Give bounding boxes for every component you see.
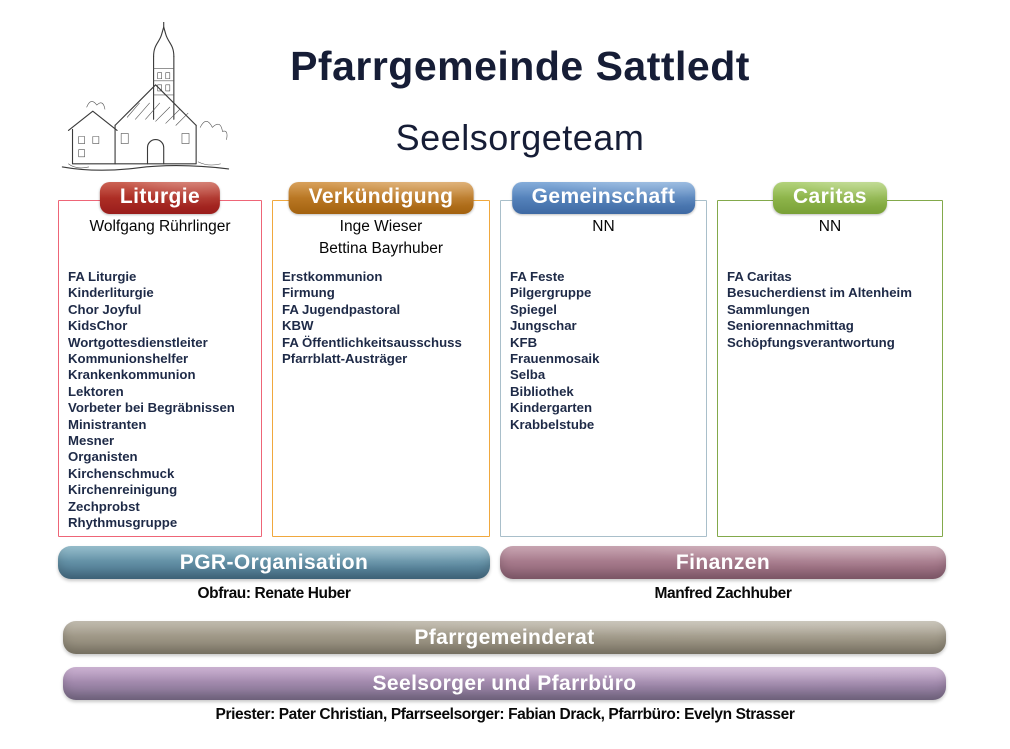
church-illustration xyxy=(61,22,230,171)
banner-finanzen: Finanzen xyxy=(500,546,946,579)
group-item: KBW xyxy=(282,318,314,334)
group-item: Krankenkommunion xyxy=(68,367,196,383)
group-item: Wortgottesdienstleiter xyxy=(68,334,208,350)
group-item: Chor Joyful xyxy=(68,301,142,317)
group-item: Ministranten xyxy=(68,416,147,432)
group-item: Kirchenschmuck xyxy=(68,465,175,481)
group-item: Spiegel xyxy=(510,301,557,317)
leader-name: NN xyxy=(592,218,615,235)
column-header-verkuendigung: Verkündigung xyxy=(288,182,474,214)
leader-list: NN xyxy=(501,201,706,266)
group-item: FA Öffentlichkeitsausschuss xyxy=(282,334,462,350)
finanzen-leader-name: Manfred Zachhuber xyxy=(654,585,792,602)
leader-name: Inge Wieser xyxy=(339,218,423,235)
page-subtitle: Seelsorgeteam xyxy=(395,117,645,158)
leader-list: Wolfgang Rührlinger xyxy=(59,201,261,266)
leader-name: NN xyxy=(818,218,842,235)
group-item: Kirchenreinigung xyxy=(68,482,178,498)
banner-pgr-organisation: PGR-Organisation xyxy=(58,546,490,579)
group-item: FA Liturgie xyxy=(68,269,137,284)
leader-name: Wolfgang Rührlinger xyxy=(89,218,231,235)
group-item: Kommunionshelfer xyxy=(68,351,189,367)
group-item: Pilgergruppe xyxy=(510,285,592,301)
group-item: Firmung xyxy=(282,285,335,301)
group-item: Jungschar xyxy=(510,318,577,334)
group-item: FA Feste xyxy=(510,269,565,284)
group-item: Bibliothek xyxy=(510,383,574,399)
group-item: Krabbelstube xyxy=(510,416,595,432)
group-item: Kinderliturgie xyxy=(68,285,154,301)
group-item: Zechprobst xyxy=(68,498,140,514)
group-item: Schöpfungsverantwortung xyxy=(727,334,895,350)
group-item: Organisten xyxy=(68,449,138,465)
group-item: KFB xyxy=(510,334,538,350)
staff-footer-line: Priester: Pater Christian, Pfarrseelsorg… xyxy=(215,706,795,723)
column-header-gemeinschaft: Gemeinschaft xyxy=(511,182,696,214)
banner-seelsorger-pfarrbuero: Seelsorger und Pfarrbüro xyxy=(63,667,946,700)
group-item: Kindergarten xyxy=(510,400,593,416)
group-item: FA Jugendpastoral xyxy=(282,301,401,317)
group-item: FA Caritas xyxy=(727,269,792,284)
group-item: Pfarrblatt-Austräger xyxy=(282,351,408,367)
group-item: Frauenmosaik xyxy=(510,351,600,367)
group-item: KidsChor xyxy=(68,318,128,334)
group-item: Rhythmusgruppe xyxy=(68,515,178,531)
leader-list: NN xyxy=(718,201,942,266)
column-liturgie: Liturgie Wolfgang Rührlinger FA Liturgie… xyxy=(58,182,262,537)
banner-pfarrgemeinderat: Pfarrgemeinderat xyxy=(63,621,946,654)
pgr-leader-name: Obfrau: Renate Huber xyxy=(197,585,351,602)
group-item: Lektoren xyxy=(68,383,124,399)
leader-name: Bettina Bayrhuber xyxy=(318,240,444,257)
group-item: Mesner xyxy=(68,433,115,449)
column-header-caritas: Caritas xyxy=(772,182,888,214)
group-item: Erstkommunion xyxy=(282,269,383,284)
group-item: Besucherdienst im Altenheim xyxy=(727,285,912,301)
group-item: Seniorennachmittag xyxy=(727,318,854,334)
group-item: Sammlungen xyxy=(727,301,810,317)
page-title: Pfarrgemeinde Sattledt xyxy=(290,43,750,89)
group-item: Selba xyxy=(510,367,546,383)
group-item: Vorbeter bei Begräbnissen xyxy=(68,400,235,416)
column-header-liturgie: Liturgie xyxy=(99,182,221,214)
